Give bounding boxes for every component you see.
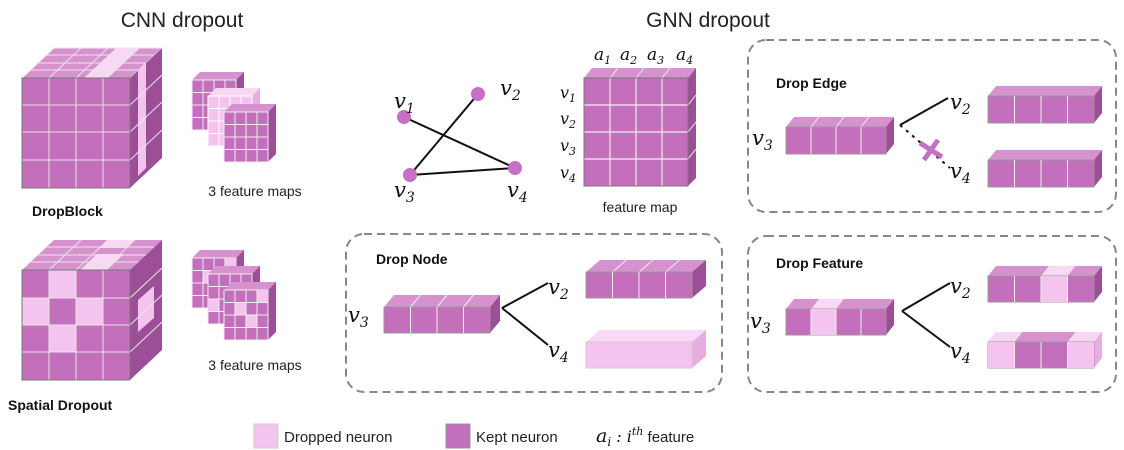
row-header-v1: v1 xyxy=(560,83,576,105)
node-v3 xyxy=(403,168,417,182)
edge-v2-v3 xyxy=(409,93,479,176)
drop-edge-t1-label: v2 xyxy=(950,90,971,118)
dropblock-cube xyxy=(20,47,164,189)
drop-feature-src-bar xyxy=(785,299,894,336)
row-header-v2: v2 xyxy=(560,109,576,131)
spatial-maps-caption: 3 feature maps xyxy=(208,357,301,373)
drop-node-src-bar xyxy=(383,294,500,334)
drop-edge-t2-label: v4 xyxy=(950,159,971,187)
edge-v3-v4 xyxy=(409,167,516,176)
drop-feature-t1-bar xyxy=(987,266,1102,303)
col-header-a2: a2 xyxy=(620,45,637,67)
node-label-v3: v3 xyxy=(394,178,415,206)
drop-node-t2-bar-dropped xyxy=(585,330,706,369)
drop-edge-src-bar xyxy=(785,116,894,155)
dropblock-maps-caption: 3 feature maps xyxy=(208,183,301,199)
legend-feature-def: ai : ith feature xyxy=(596,425,694,449)
dropblock-feature-maps-stack xyxy=(191,72,276,163)
drop-feature-panel: Drop Feature v3 v2 v4 xyxy=(747,235,1117,393)
spatial-dropout-label: Spatial Dropout xyxy=(8,397,113,413)
legend-dropped-label: Dropped neuron xyxy=(284,429,392,446)
legend-kept-swatch xyxy=(445,423,471,449)
drop-edge-title: Drop Edge xyxy=(776,75,847,91)
feature-map-caption: feature map xyxy=(603,199,678,215)
node-label-v2: v2 xyxy=(500,76,521,104)
spatial-dropout-cube xyxy=(21,239,163,381)
drop-node-panel: Drop Node v3 v2 v4 xyxy=(345,233,723,393)
drop-node-t1-label: v2 xyxy=(548,275,569,303)
legend: Dropped neuron Kept neuron ai : ith feat… xyxy=(253,423,694,449)
drop-feature-t2-label: v4 xyxy=(950,339,971,367)
drop-feature-title: Drop Feature xyxy=(776,255,863,271)
col-header-a4: a4 xyxy=(676,45,693,67)
drop-edge-t1-bar xyxy=(987,86,1102,124)
drop-edge-t2-bar xyxy=(987,150,1102,188)
drop-edge-src-label: v3 xyxy=(752,126,773,154)
node-v1 xyxy=(397,110,411,124)
drop-node-title: Drop Node xyxy=(376,251,448,267)
graph: v1 v2 v3 v4 xyxy=(394,76,528,206)
edge-v1-v4 xyxy=(403,116,516,169)
dropblock-label: DropBlock xyxy=(32,203,103,219)
row-header-v3: v3 xyxy=(560,136,576,158)
node-label-v4: v4 xyxy=(507,178,528,206)
cnn-dropout-title: CNN dropout xyxy=(121,9,244,32)
col-header-a3: a3 xyxy=(647,45,664,67)
drop-edge-cross-icon xyxy=(918,138,944,162)
feature-map-grid xyxy=(583,67,697,187)
drop-node-t2-label: v4 xyxy=(548,338,569,366)
node-label-v1: v1 xyxy=(394,89,415,117)
feature-row-headers: v1 v2 v3 v4 xyxy=(560,83,576,185)
drop-edge-panel: Drop Edge v3 v2 v4 xyxy=(747,39,1117,213)
drop-feature-src-label: v3 xyxy=(750,309,771,337)
drop-feature-t1-label: v2 xyxy=(950,274,971,302)
legend-dropped-swatch xyxy=(253,423,279,449)
spatial-feature-maps-stack xyxy=(191,250,276,341)
row-header-v4: v4 xyxy=(560,163,576,185)
drop-feature-t2-bar xyxy=(987,332,1102,369)
col-header-a1: a1 xyxy=(594,45,611,67)
node-v4 xyxy=(508,161,522,175)
feature-col-headers: a1 a2 a3 a4 xyxy=(594,45,693,67)
gnn-dropout-title: GNN dropout xyxy=(646,9,770,32)
drop-node-src-label: v3 xyxy=(348,303,369,331)
legend-kept-label: Kept neuron xyxy=(476,429,558,446)
drop-node-t1-bar xyxy=(585,259,706,299)
node-v2 xyxy=(471,87,485,101)
